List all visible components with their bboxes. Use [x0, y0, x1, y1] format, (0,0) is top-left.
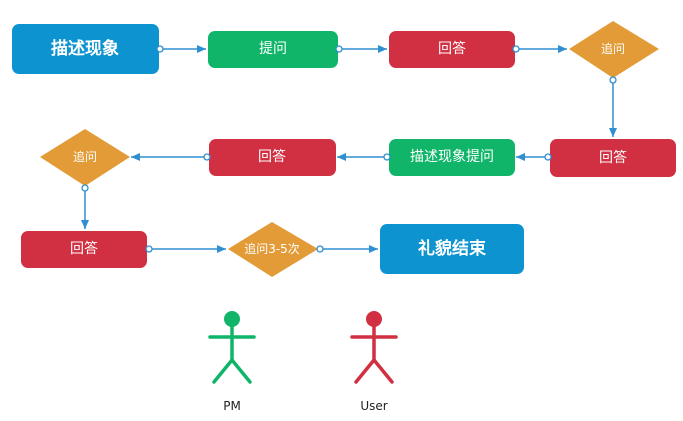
node-describe[interactable]: 描述现象 [12, 24, 159, 74]
legend-pm: PM [208, 311, 256, 413]
node-describe-ask-label: 描述现象提问 [410, 149, 494, 165]
node-ask-label: 提问 [259, 41, 287, 57]
connector-dot [544, 153, 552, 161]
node-describe-ask[interactable]: 描述现象提问 [389, 139, 515, 176]
connector-dot [203, 153, 211, 161]
node-answer1[interactable]: 回答 [389, 31, 515, 68]
connector-dot [316, 245, 324, 253]
node-describe-label: 描述现象 [51, 38, 119, 59]
node-followup1-label: 追问 [601, 41, 625, 56]
pm-figure-icon [208, 311, 256, 384]
legend-user: User [350, 311, 398, 413]
connector-dot [609, 76, 617, 84]
node-answer3-label: 回答 [258, 148, 286, 165]
connector-dots [81, 45, 617, 253]
legend-user-label: User [360, 399, 387, 413]
connector-layer [81, 45, 617, 253]
node-followup3-label: 追问3-5次 [244, 241, 300, 256]
connector-dot [145, 245, 153, 253]
node-answer3[interactable]: 回答 [209, 139, 336, 176]
node-ask[interactable]: 提问 [208, 31, 338, 68]
node-followup2-label: 追问 [73, 149, 97, 164]
node-answer2[interactable]: 回答 [550, 139, 676, 177]
connector-dot [156, 45, 164, 53]
node-answer2-label: 回答 [599, 149, 627, 166]
legend-pm-label: PM [223, 399, 241, 413]
node-answer1-label: 回答 [438, 40, 466, 57]
node-end[interactable]: 礼貌结束 [380, 224, 524, 274]
connector-dot [335, 45, 343, 53]
node-end-label: 礼貌结束 [418, 238, 486, 259]
node-followup3[interactable]: 追问3-5次 [228, 222, 318, 277]
node-answer4-label: 回答 [70, 240, 98, 257]
node-followup1[interactable]: 追问 [569, 21, 659, 78]
user-figure-icon [350, 311, 398, 384]
connector-dot [383, 153, 391, 161]
connector-dot [512, 45, 520, 53]
node-followup2[interactable]: 追问 [40, 129, 130, 186]
connector-dot [81, 184, 89, 192]
node-answer4[interactable]: 回答 [21, 231, 147, 268]
